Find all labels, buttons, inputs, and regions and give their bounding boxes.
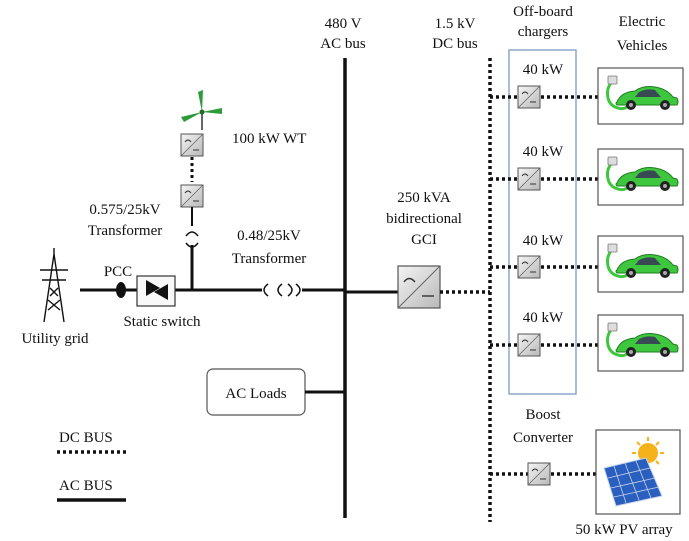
wt-label: 100 kW WT — [232, 131, 306, 147]
charger-2-converter-icon — [517, 167, 541, 191]
utility-grid-label: Utility grid — [21, 331, 89, 347]
pcc-label: PCC — [104, 264, 132, 280]
ev-label-line1: Electric — [619, 14, 666, 30]
charger-3-converter-icon — [517, 255, 541, 279]
dc-bus-name-label: DC bus — [432, 36, 478, 52]
transformer-2-icon — [263, 283, 301, 297]
static-switch-label: Static switch — [123, 314, 201, 330]
chargers-label-line2: chargers — [518, 24, 569, 40]
gci-label-line3: GCI — [411, 232, 437, 248]
ev-1 — [597, 67, 684, 125]
wt-converter-icon — [180, 133, 204, 157]
transformer-1-icon — [185, 231, 199, 248]
tx2-label-line1: 0.48/25kV — [237, 228, 301, 244]
charger-3: 40 kW — [490, 233, 598, 279]
charger-4: 40 kW — [490, 310, 598, 357]
boost-converter-icon — [527, 462, 551, 486]
legend-dc-bus-label: DC BUS — [59, 430, 113, 446]
charger-2-rating: 40 kW — [523, 144, 564, 160]
solar-panel-icon — [603, 457, 663, 507]
tx1-label-line1: 0.575/25kV — [89, 202, 160, 218]
gci-label-line2: bidirectional — [386, 211, 462, 227]
charger-2: 40 kW — [490, 144, 598, 191]
gci-label-line1: 250 kVA — [397, 190, 451, 206]
ev-label-line2: Vehicles — [617, 38, 668, 54]
pcc-breaker-icon — [116, 282, 126, 298]
chargers-label-line1: Off-board — [513, 4, 573, 20]
transmission-tower-icon — [40, 248, 68, 323]
ev-3 — [597, 235, 684, 293]
pv-label: 50 kW PV array — [575, 522, 673, 538]
tx1-label-line2: Transformer — [88, 223, 162, 239]
boost-label-line2: Converter — [513, 430, 573, 446]
dc-bus-voltage-label: 1.5 kV — [435, 16, 476, 32]
static-switch-icon — [136, 275, 176, 307]
ac-bus-voltage-label: 480 V — [325, 16, 362, 32]
charger-1-rating: 40 kW — [523, 62, 564, 78]
ac-loads-label: AC Loads — [225, 386, 286, 402]
chargers-frame — [508, 49, 577, 395]
wind-turbine-icon — [181, 90, 222, 130]
gci-converter-icon — [397, 265, 441, 309]
charger-3-rating: 40 kW — [523, 233, 564, 249]
ev-2 — [597, 148, 684, 206]
tx2-label-line2: Transformer — [232, 251, 306, 267]
ac-bus-name-label: AC bus — [320, 36, 366, 52]
boost-label-line1: Boost — [525, 407, 561, 423]
charger-4-converter-icon — [517, 333, 541, 357]
charger-4-rating: 40 kW — [523, 310, 564, 326]
pv-array — [595, 429, 681, 515]
charger-1-converter-icon — [517, 85, 541, 109]
charger-1: 40 kW — [490, 62, 598, 109]
wt-inverter-icon — [180, 184, 204, 208]
ev-4 — [597, 314, 684, 372]
legend-ac-bus-label: AC BUS — [59, 478, 113, 494]
